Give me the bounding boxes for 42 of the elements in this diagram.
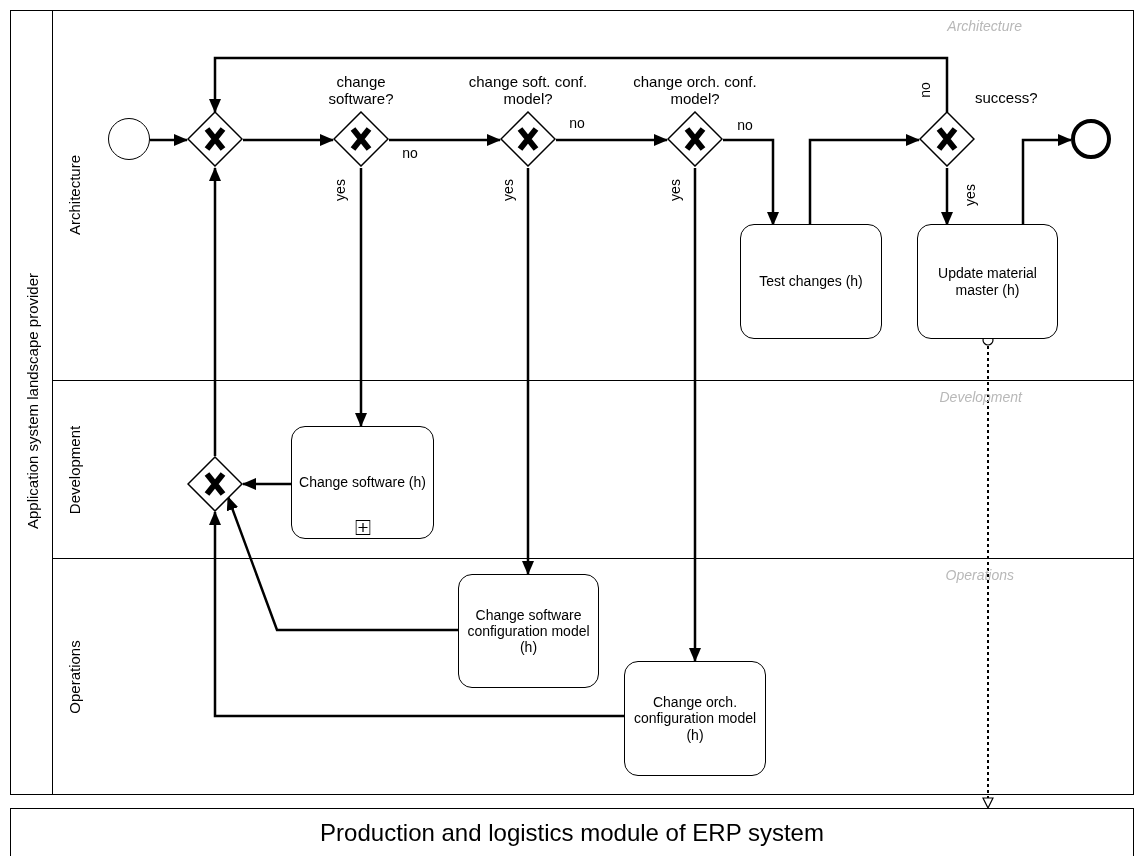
lane-label: Operations — [64, 640, 84, 714]
lane-watermark-label: Development — [939, 388, 1022, 407]
gateway-label: change software? — [327, 74, 395, 107]
task-label: Change software configuration model (h) — [466, 606, 591, 656]
task-label: Test changes (h) — [759, 273, 863, 290]
task-box — [740, 224, 882, 339]
gateway-label: change orch. conf. model? — [632, 74, 758, 107]
swimlane — [52, 380, 1134, 558]
task-label: Update material master (h) — [937, 265, 1038, 298]
pool-label: Application system landscape provider — [22, 273, 42, 529]
gateway-label: success? — [975, 89, 1038, 108]
sequence-flow-arrow — [556, 134, 668, 146]
task-label: Change orch. configuration model (h) — [632, 694, 758, 743]
sequence-flow-arrow — [226, 496, 458, 632]
swimlane — [52, 558, 1134, 795]
pool-label: Production and logistics module of ERP system — [320, 817, 824, 848]
pool — [10, 808, 1134, 856]
gateway-label: change soft. conf. model? — [467, 74, 589, 107]
sequence-flow-arrow — [243, 134, 334, 146]
sequence-flow-arrow — [355, 168, 367, 427]
sequence-flow-arrow — [209, 56, 949, 113]
sequence-flow-arrow — [689, 168, 701, 662]
lane-watermark-label: Architecture — [947, 17, 1022, 36]
sequence-flow-arrow — [941, 168, 953, 226]
lane-label: Development — [64, 425, 84, 515]
sequence-flow-arrow — [209, 511, 624, 718]
sequence-flow-arrow — [808, 134, 920, 225]
task-box — [917, 224, 1058, 339]
sequence-flow-arrow — [209, 167, 221, 456]
sequence-flow-arrow — [723, 138, 779, 226]
task-box — [624, 661, 766, 776]
sequence-flow-arrow — [389, 134, 501, 146]
sequence-flow-arrow — [1021, 134, 1072, 225]
task-box — [291, 426, 434, 539]
task-box — [458, 574, 599, 688]
sequence-flow-arrow — [522, 168, 534, 575]
lane-watermark-label: Operations — [945, 566, 1014, 585]
task-label: Change software (h) — [299, 474, 426, 491]
lane-label: Architecture — [64, 155, 84, 235]
sequence-flow-arrow — [242, 478, 291, 490]
pool — [10, 10, 1134, 795]
sequence-flow-arrow — [150, 134, 188, 146]
